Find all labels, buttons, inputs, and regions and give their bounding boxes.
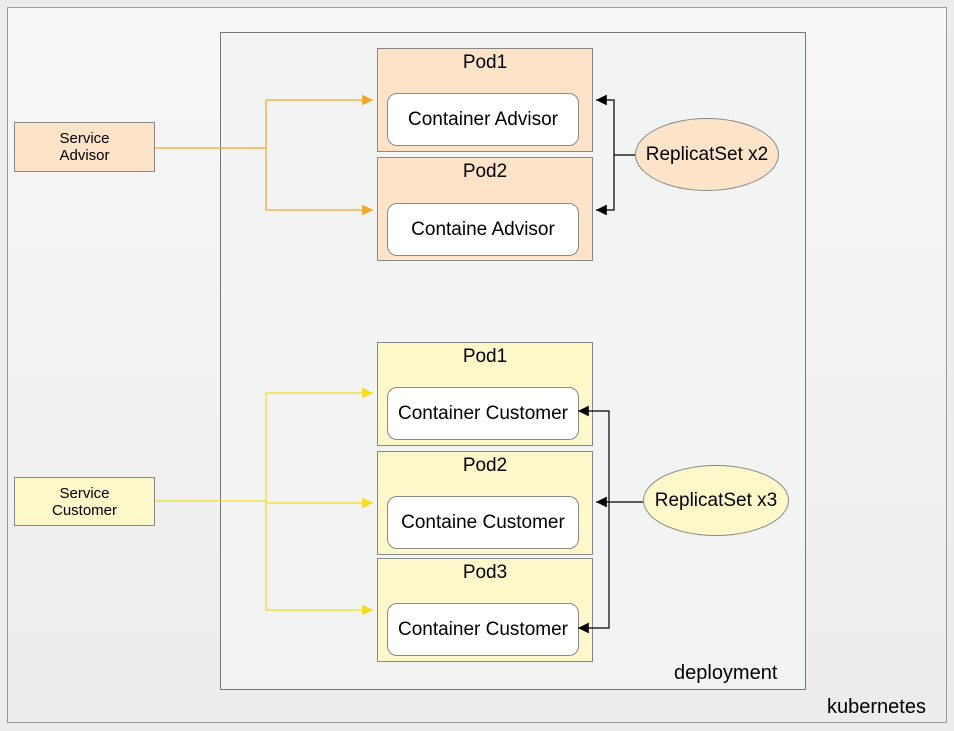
service-advisor-line1: Service (59, 130, 110, 147)
container-advisor[interactable]: Container Advisor (387, 93, 579, 146)
replicaset-customer[interactable]: ReplicatSet x3 (643, 465, 789, 536)
pod-title: Pod2 (462, 161, 508, 182)
link-advisor-pod1 (155, 94, 373, 149)
customer-pod-3[interactable]: Pod3 Container Customer (377, 558, 593, 662)
link-advisor-pod2 (265, 148, 373, 216)
container-customer[interactable]: Container Customer (387, 603, 579, 656)
link-customer-pod2 (265, 497, 373, 509)
rs-advisor-to-pod2 (596, 155, 615, 216)
pod-title: Pod3 (462, 562, 508, 583)
service-advisor[interactable]: Service Advisor (14, 122, 155, 172)
service-customer-line1: Service (59, 484, 110, 502)
link-customer-pod3 (265, 503, 373, 616)
rs-customer-to-pod1 (578, 405, 610, 502)
rs-advisor-to-pod1 (596, 94, 615, 155)
pod-title: Pod1 (462, 52, 508, 73)
link-customer-pod1 (155, 387, 373, 502)
customer-service-links (155, 387, 373, 616)
service-customer-line2: Customer (51, 501, 118, 519)
advisor-pod-2[interactable]: Pod2 Containe Advisor (377, 157, 593, 261)
pod-title: Pod2 (462, 455, 508, 476)
deployment-label: deployment (674, 662, 778, 684)
replicaset-advisor[interactable]: ReplicatSet x2 (635, 118, 779, 191)
pod-title: Pod1 (462, 346, 508, 367)
container-advisor[interactable]: Containe Advisor (387, 203, 579, 256)
container-customer[interactable]: Containe Customer (387, 496, 579, 549)
advisor-pod-1[interactable]: Pod1 Container Advisor (377, 48, 593, 152)
kubernetes-label: kubernetes (827, 696, 926, 718)
container-customer[interactable]: Container Customer (387, 387, 579, 440)
customer-pod-2[interactable]: Pod2 Containe Customer (377, 451, 593, 555)
rs-customer-to-pod3 (578, 502, 610, 634)
replicaset-customer-links (578, 405, 643, 634)
advisor-service-links (155, 94, 373, 216)
service-customer[interactable]: Service Customer (14, 477, 155, 526)
customer-pod-1[interactable]: Pod1 Container Customer (377, 342, 593, 446)
replicaset-advisor-links (596, 94, 635, 216)
service-advisor-line2: Advisor (59, 147, 110, 164)
